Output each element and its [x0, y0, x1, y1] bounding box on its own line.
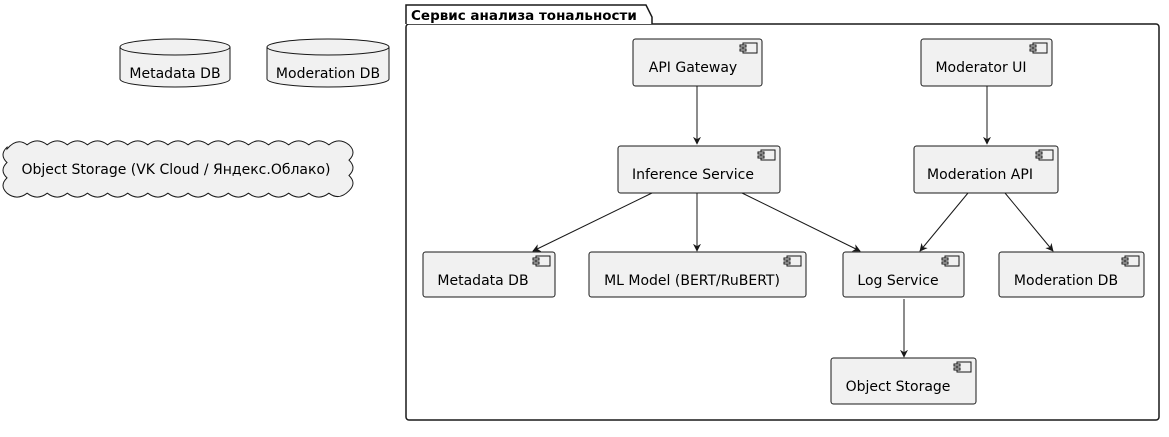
component-icon	[1121, 255, 1140, 267]
edge-inference-to-metadata-db	[532, 192, 653, 252]
component-metadata-db[interactable]: Metadata DB	[422, 251, 556, 298]
external-object-storage-cloud-label: Object Storage (VK Cloud / Яндекс.Облако…	[22, 162, 331, 178]
component-inference-service[interactable]: Inference Service	[617, 145, 781, 194]
component-icon	[757, 149, 776, 161]
component-moderation-db-label: Moderation DB	[1014, 273, 1118, 289]
component-icon	[739, 42, 758, 54]
component-metadata-db-label: Metadata DB	[437, 273, 528, 289]
component-ml-model[interactable]: ML Model (BERT/RuBERT)	[588, 251, 807, 298]
component-icon	[1035, 149, 1054, 161]
edge-moderation-api-to-log-service	[919, 192, 969, 252]
external-moderation-db-label: Moderation DB	[276, 66, 380, 82]
component-moderator-ui[interactable]: Moderator UI	[920, 38, 1053, 87]
component-icon	[1029, 42, 1048, 54]
component-icon	[532, 255, 551, 267]
package-title: Сервис анализа тональности	[411, 8, 637, 24]
external-metadata-db-label: Metadata DB	[129, 66, 220, 82]
external-object-storage-cloud: Object Storage (VK Cloud / Яндекс.Облако…	[2, 140, 354, 198]
component-icon	[941, 255, 960, 267]
edge-moderation-api-to-moderation-db	[1004, 192, 1054, 252]
external-metadata-db: Metadata DB	[119, 38, 231, 88]
component-moderation-api[interactable]: Moderation API	[913, 145, 1059, 194]
component-log-service[interactable]: Log Service	[842, 251, 965, 298]
component-icon	[783, 255, 802, 267]
component-object-storage[interactable]: Object Storage	[830, 357, 977, 405]
component-moderator-ui-label: Moderator UI	[935, 60, 1026, 76]
package-frame: Сервис анализа тональности	[405, 4, 1160, 421]
component-ml-model-label: ML Model (BERT/RuBERT)	[604, 273, 780, 289]
component-object-storage-label: Object Storage	[846, 379, 951, 395]
component-moderation-api-label: Moderation API	[927, 167, 1033, 183]
edges	[532, 86, 1054, 358]
component-moderation-db[interactable]: Moderation DB	[998, 251, 1145, 298]
component-icon	[953, 361, 972, 373]
component-api-gateway[interactable]: API Gateway	[632, 38, 763, 87]
external-moderation-db: Moderation DB	[266, 38, 390, 88]
edge-inference-to-log-service	[741, 192, 861, 252]
component-api-gateway-label: API Gateway	[649, 60, 737, 76]
component-inference-service-label: Inference Service	[632, 167, 754, 183]
component-log-service-label: Log Service	[857, 273, 938, 289]
